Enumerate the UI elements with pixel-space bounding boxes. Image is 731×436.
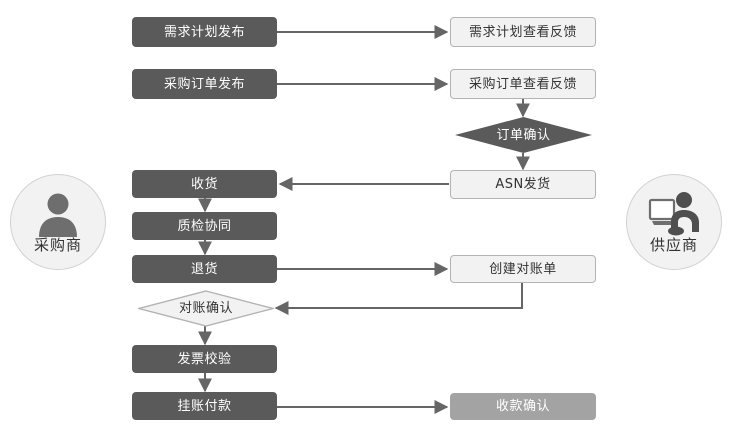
node-label: 质检协同 (177, 218, 232, 234)
node-label: ASN发货 (495, 177, 551, 192)
actor-buyer[interactable]: 采购商 (10, 174, 106, 270)
person-at-computer-icon (648, 191, 700, 237)
actor-supplier[interactable]: 供应商 (626, 174, 722, 270)
node-create-statement[interactable]: 创建对账单 (450, 255, 596, 283)
node-label: 发票校验 (177, 351, 232, 367)
node-label: 采购订单查看反馈 (468, 76, 577, 92)
node-demand-plan-publish[interactable]: 需求计划发布 (132, 17, 277, 47)
node-label: 需求计划发布 (163, 24, 245, 40)
diamond-shape (455, 117, 592, 153)
actor-supplier-label: 供应商 (649, 236, 698, 254)
node-label: 收款确认 (495, 399, 550, 414)
node-quality-collaboration[interactable]: 质检协同 (132, 212, 277, 240)
node-payable-payment[interactable]: 挂账付款 (132, 392, 277, 420)
edge-stmt-check (274, 283, 523, 315)
node-label: 需求计划查看反馈 (468, 24, 577, 40)
node-label: 挂账付款 (177, 398, 232, 414)
node-label: 订单确认 (496, 127, 551, 143)
person-icon (32, 191, 84, 237)
node-label: 收货 (190, 176, 218, 192)
node-purchase-order-publish[interactable]: 采购订单发布 (132, 69, 277, 99)
node-order-confirm[interactable]: 订单确认 (455, 117, 592, 153)
node-return-goods[interactable]: 退货 (132, 255, 277, 283)
node-label: 对账确认 (178, 301, 233, 316)
actor-buyer-label: 采购商 (33, 236, 82, 254)
node-demand-plan-review[interactable]: 需求计划查看反馈 (450, 17, 596, 47)
node-receipt-confirm[interactable]: 收款确认 (450, 393, 596, 420)
node-asn-shipment[interactable]: ASN发货 (450, 170, 596, 199)
node-label: 退货 (190, 261, 218, 277)
node-invoice-verify[interactable]: 发票校验 (132, 345, 277, 373)
node-statement-confirm[interactable]: 对账确认 (138, 290, 274, 327)
node-purchase-order-review[interactable]: 采购订单查看反馈 (450, 69, 596, 99)
node-goods-receipt[interactable]: 收货 (132, 170, 277, 198)
node-label: 采购订单发布 (163, 76, 245, 92)
node-label: 创建对账单 (489, 261, 557, 277)
diamond-shape (138, 290, 274, 327)
